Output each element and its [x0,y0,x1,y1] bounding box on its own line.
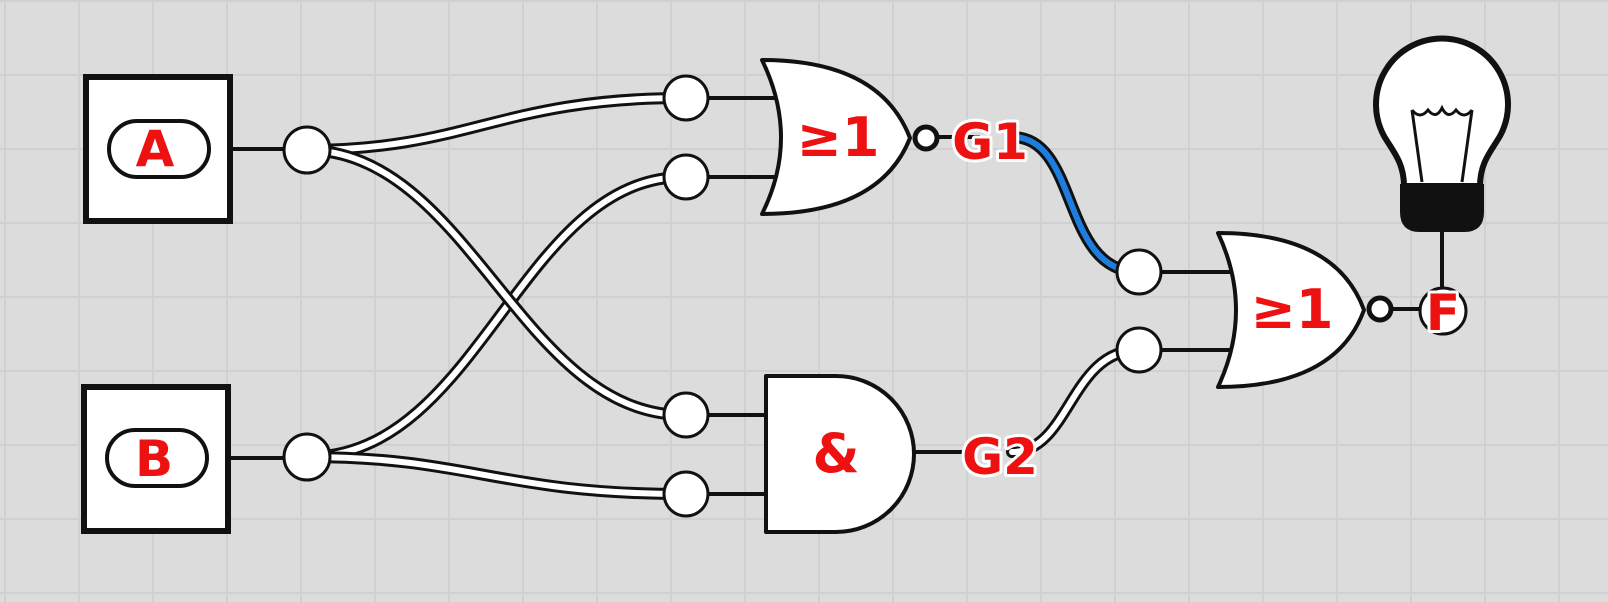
gate-g1-symbol: ≥1 [797,106,880,169]
input-b-switch[interactable]: B [81,384,231,534]
wire-b-to-g1-bottom[interactable] [301,171,690,463]
input-b-label: B [135,430,173,488]
gate-g1-inverter-bubble [912,124,940,152]
input-a-label: A [136,120,175,178]
light-bulb-icon [1373,35,1511,232]
junction-a[interactable] [282,125,332,175]
wire-a-to-g1-top[interactable] [299,92,690,156]
wire-a-to-g2-top[interactable] [299,144,690,421]
junction-b[interactable] [282,432,332,482]
gate-final-symbol: ≥1 [1251,278,1334,341]
gate-final-inverter-bubble [1366,295,1394,323]
g1-input-bottom-pin[interactable] [662,153,710,201]
input-a-toggle[interactable] [107,119,211,179]
final-input-bottom-pin[interactable] [1115,326,1163,374]
g2-input-bottom-pin[interactable] [662,470,710,518]
wire-g1-to-final-top[interactable] [1006,131,1145,278]
wires [299,92,1145,500]
gate-g2-symbol: & [812,422,859,485]
gate-g1-nor[interactable]: ≥1 [700,58,980,216]
gate-g2-and[interactable]: & [700,374,968,534]
wire-b-to-g2-bottom[interactable] [301,451,690,500]
g2-input-top-pin[interactable] [662,391,710,439]
output-f-pin[interactable] [1418,286,1468,336]
gate-g1-output-label: G1 [952,113,1028,171]
gate-g2-output-label: G2 [962,428,1038,486]
final-input-top-pin[interactable] [1115,248,1163,296]
g1-input-top-pin[interactable] [662,74,710,122]
output-f-label: F [1426,284,1460,342]
input-b-toggle[interactable] [105,428,209,488]
gate-final-nor[interactable]: ≥1 [1154,231,1394,389]
input-a-switch[interactable]: A [83,74,233,224]
